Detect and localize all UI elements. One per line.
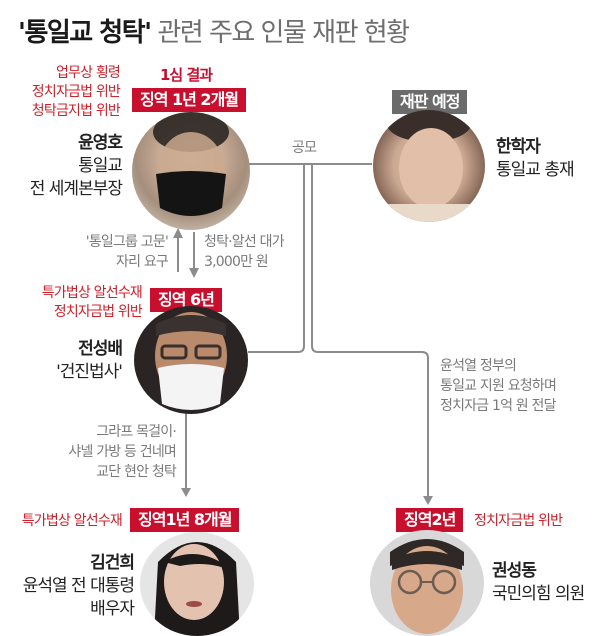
jeon-photo <box>134 306 248 414</box>
up-arrow-label-line1: '통일그룹 고문' <box>85 234 169 250</box>
to-kwon-label-line3: 정치자금 1억 원 전달 <box>440 398 557 414</box>
to-kim-label-line1: 그라프 목걸이· <box>96 424 177 440</box>
person-name: 윤영호 <box>78 133 123 153</box>
kim-charges: 특가법상 알선수재 <box>0 512 123 531</box>
down-arrow-label-line2: 3,000만 원 <box>204 254 269 270</box>
person-role: 윤석열 전 대통령 <box>22 576 135 596</box>
person-name: 김건희 <box>90 553 135 573</box>
verdict-heading: 1심 결과 <box>160 66 213 84</box>
charge: 특가법상 알선수재 <box>21 513 123 529</box>
jeon-charges: 특가법상 알선수재 정치자금법 위반 <box>0 284 143 322</box>
han-name-block: 한학자 통일교 총재 <box>496 136 575 182</box>
yoon-sentence-badge: 징역 1년 2개월 <box>132 88 247 112</box>
person-name: 한학자 <box>496 137 541 157</box>
to-kwon-label-line1: 윤석열 정부의 <box>440 358 517 374</box>
man-glasses-mask-photo-icon <box>155 312 227 410</box>
charge: 정치자금법 위반 <box>53 304 143 320</box>
to-kim-label: 그라프 목걸이· 샤넬 가방 등 건네며 교단 현안 청탁 <box>20 422 176 482</box>
to-kwon-label-line2: 통일교 지원 요청하며 <box>440 378 557 394</box>
person-alias: '건진법사' <box>56 362 123 382</box>
title-subtitle: 관련 주요 인물 재판 현황 <box>157 18 410 48</box>
person-role: 전 세계본부장 <box>29 179 123 199</box>
person-role: 통일교 <box>78 156 123 176</box>
yoon-photo <box>132 112 250 230</box>
jeon-sentence-badge: 징역 6년 <box>150 288 222 312</box>
kim-sentence-badge: 징역1년 8개월 <box>130 508 240 532</box>
title-bold: '통일교 청탁' <box>18 18 152 48</box>
blurred-face-mask-photo-icon <box>153 112 229 216</box>
kwon-photo <box>370 530 484 636</box>
person-role: 통일교 총재 <box>496 160 575 180</box>
yoon-name-block: 윤영호 통일교 전 세계본부장 <box>10 132 123 201</box>
down-arrow-label: 청탁·알선 대가 3,000만 원 <box>204 232 285 272</box>
person-role: 국민의힘 의원 <box>492 584 585 604</box>
person-name: 전성배 <box>78 339 123 359</box>
kwon-charges: 정치자금법 위반 <box>474 512 563 531</box>
up-arrow-label-line2: 자리 요구 <box>116 254 169 270</box>
to-kwon-label: 윤석열 정부의 통일교 지원 요청하며 정치자금 1억 원 전달 <box>440 356 557 416</box>
to-kim-label-line3: 교단 현안 청탁 <box>96 464 177 480</box>
man-round-glasses-photo-icon <box>390 539 464 634</box>
charge: 청탁금지법 위반 <box>31 103 121 119</box>
person-name: 권성동 <box>492 561 537 581</box>
charge: 정치자금법 위반 <box>31 84 121 100</box>
person-role: 배우자 <box>90 599 135 619</box>
to-kim-label-line2: 샤넬 가방 등 건네며 <box>68 444 176 460</box>
woman-portrait-photo-icon <box>154 542 240 636</box>
kwon-sentence-badge: 징역2년 <box>396 508 464 532</box>
page-title: '통일교 청탁' 관련 주요 인물 재판 현황 <box>18 12 410 49</box>
kim-name-block: 김건희 윤석열 전 대통령 배우자 <box>10 552 135 621</box>
conspiracy-label: 공모 <box>292 140 317 156</box>
jeon-name-block: 전성배 '건진법사' <box>10 338 123 384</box>
down-arrow-label-line1: 청탁·알선 대가 <box>204 234 285 250</box>
elderly-woman-photo-icon <box>373 110 485 222</box>
yoon-charges: 업무상 횡령 정치자금법 위반 청탁금지법 위반 <box>10 64 121 121</box>
kwon-name-block: 권성동 국민의힘 의원 <box>492 560 585 606</box>
charge: 업무상 횡령 <box>55 65 121 81</box>
charge: 정치자금법 위반 <box>474 513 563 529</box>
kim-photo <box>140 532 254 636</box>
up-arrow-label: '통일그룹 고문' 자리 요구 <box>40 232 169 272</box>
charge: 특가법상 알선수재 <box>41 285 143 301</box>
han-photo <box>373 110 485 222</box>
